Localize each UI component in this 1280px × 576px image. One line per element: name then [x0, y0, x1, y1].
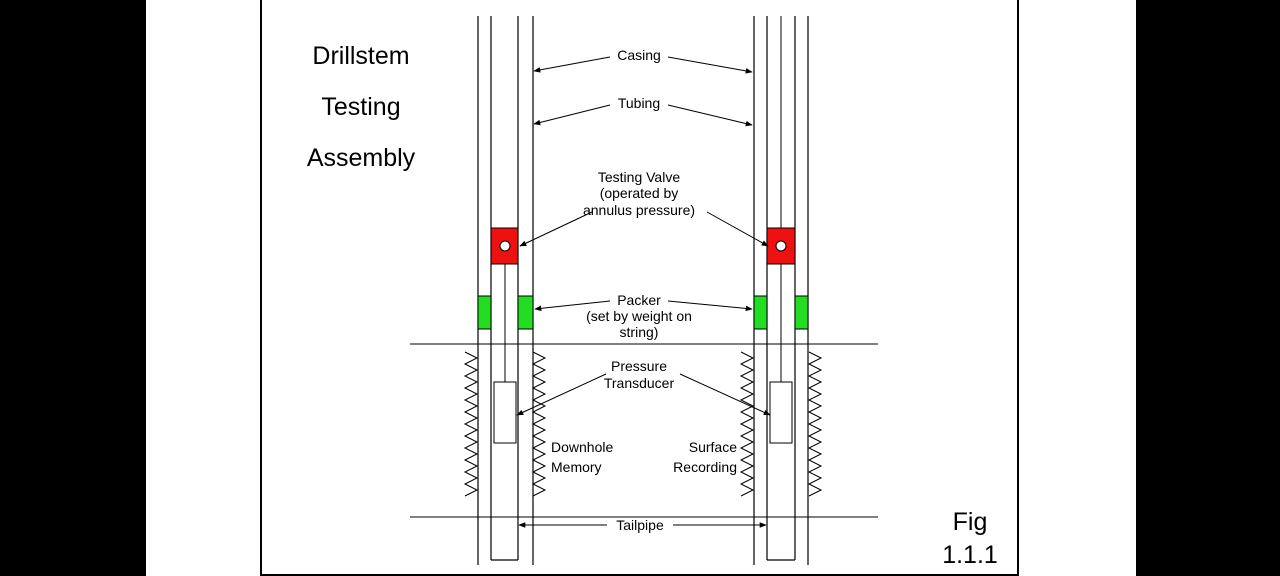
title-line-3: Assembly: [307, 144, 416, 172]
formation-hatching: [807, 351, 823, 497]
label-transducer-1: Pressure: [611, 358, 667, 374]
label-testing-valve-1: Testing Valve: [598, 169, 680, 185]
pressure-transducer: [769, 381, 793, 444]
arrow-icon: [533, 56, 611, 73]
assembly-downhole-memory: [463, 16, 547, 565]
pressure-transducer: [493, 381, 517, 444]
title-line-2: Testing: [321, 93, 400, 121]
assembly-surface-recording: [739, 16, 823, 565]
arrow-icon: [534, 300, 611, 312]
formation-hatching: [739, 351, 755, 497]
packer: [753, 295, 768, 330]
figure-label: Fig: [953, 508, 988, 536]
arrow-icon: [706, 211, 769, 247]
label-tubing: Tubing: [618, 95, 660, 111]
label-casing: Casing: [617, 47, 661, 63]
arrow-icon: [679, 373, 771, 416]
label-downhole-2: Memory: [551, 459, 602, 475]
label-tailpipe: Tailpipe: [616, 517, 664, 533]
label-downhole-1: Downhole: [551, 439, 613, 455]
formation-hatching: [531, 351, 547, 497]
title-line-1: Drillstem: [312, 42, 409, 70]
packer: [794, 295, 809, 330]
arrow-icon: [667, 56, 753, 74]
viewer-margin-right: [1136, 0, 1280, 576]
valve-port-icon: [775, 240, 787, 252]
label-testing-valve-3: annulus pressure): [583, 202, 695, 218]
arrow-icon: [519, 211, 593, 247]
arrow-icon: [667, 300, 753, 312]
arrow-icon: [667, 104, 753, 127]
arrow-icon: [533, 104, 611, 126]
label-surface-1: Surface: [689, 439, 737, 455]
label-packer-1: Packer: [617, 292, 661, 308]
label-testing-valve-2: (operated by: [600, 185, 679, 201]
packer: [517, 295, 534, 330]
label-transducer-2: Transducer: [604, 375, 675, 391]
leader-arrows: [516, 56, 771, 528]
document-page: [146, 0, 1136, 576]
figure-number: 1.1.1: [942, 541, 998, 569]
formation-hatching: [463, 351, 479, 497]
label-packer-3: string): [620, 324, 659, 340]
label-packer-2: (set by weight on: [586, 308, 692, 324]
packer: [477, 295, 492, 330]
arrow-icon: [516, 373, 607, 416]
label-surface-2: Recording: [673, 459, 737, 475]
viewer-margin-left: [0, 0, 146, 576]
valve-port-icon: [499, 240, 511, 252]
